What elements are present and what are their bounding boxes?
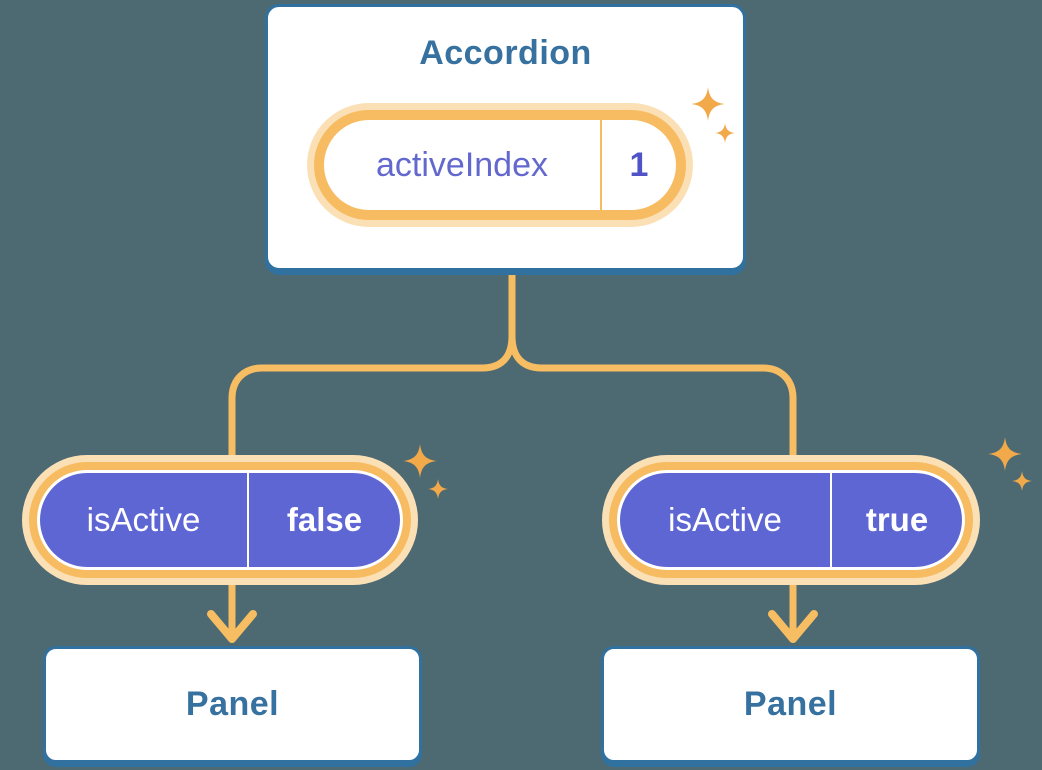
prop-pill-fill: isActive true [620,473,962,567]
prop-pill-fill: isActive false [40,473,400,567]
arrow-down-icon [768,610,818,643]
sparkle-icon [988,437,1022,471]
prop-pill-ring: isActive false [29,462,411,578]
sparkle-icon [1012,471,1032,491]
accordion-node-title: Accordion [419,34,592,72]
state-pill-core: activeIndex 1 [324,120,676,210]
prop-pill-isactive-false: isActive false [22,455,418,585]
state-pill-ring: activeIndex 1 [314,110,686,220]
prop-pill-core: isActive true [617,470,965,570]
prop-name-label: isActive [668,501,782,538]
panel-node-right: Panel [601,646,980,763]
sparkle-icon [403,444,437,478]
prop-pill-divider [830,473,832,567]
prop-pill-isactive-true: isActive true [602,455,980,585]
prop-value-label: false [286,501,363,538]
arrow-down-icon [207,610,257,643]
panel-node-title: Panel [185,685,280,723]
state-value-label: 1 [629,145,649,184]
prop-pill-ring: isActive true [609,462,973,578]
state-pill-divider [600,120,602,210]
sparkle-icon [428,479,448,499]
prop-name-label: isActive [86,501,201,538]
prop-value-label: true [865,501,929,538]
state-pill-activeindex: activeIndex 1 [307,103,693,227]
panel-node-title: Panel [743,685,838,723]
prop-pill-core: isActive false [37,470,403,570]
state-name-label: activeIndex [376,145,548,184]
panel-node-left: Panel [43,646,422,763]
